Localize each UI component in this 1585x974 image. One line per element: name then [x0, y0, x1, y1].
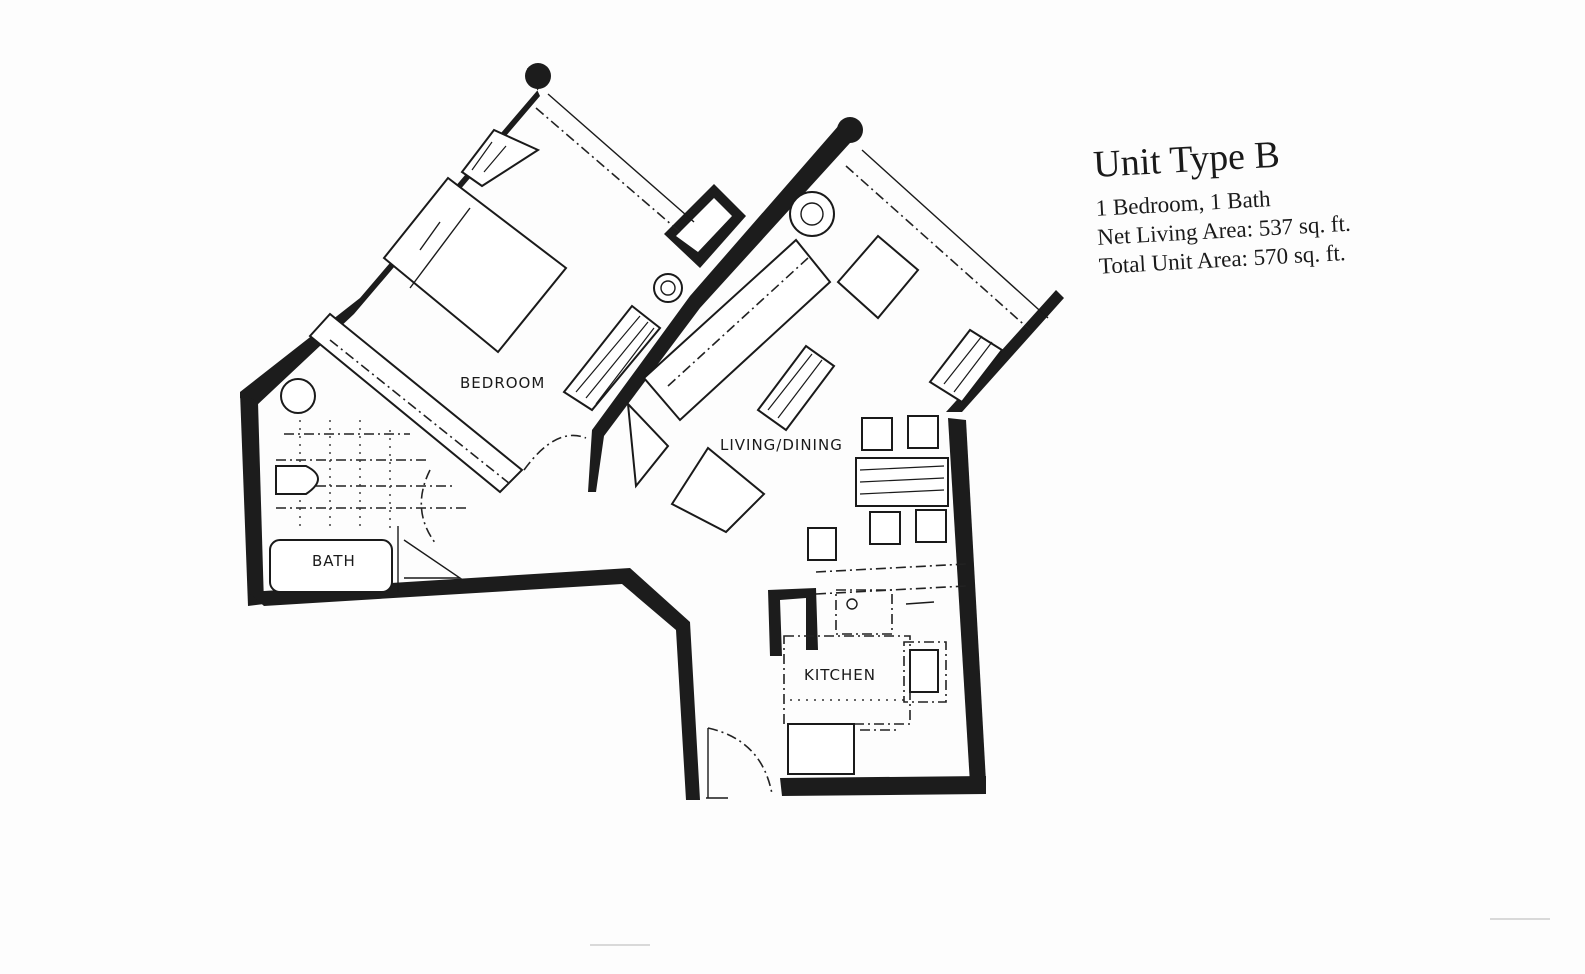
- kitchen: KITCHEN: [768, 563, 967, 775]
- bathroom: BATH: [269, 378, 470, 593]
- bedroom: BEDROOM: [308, 93, 695, 494]
- dining-set: [807, 415, 949, 561]
- bathtub: [269, 539, 393, 593]
- dining-chair: [915, 509, 947, 543]
- cabinet: [787, 723, 855, 775]
- armchair: [836, 234, 920, 320]
- unit-info: Unit Type B 1 Bedroom, 1 Bath Net Living…: [1092, 128, 1353, 281]
- armchair-lower: [670, 446, 766, 534]
- toilet-icon: [275, 465, 319, 495]
- room-label-bath: BATH: [312, 552, 356, 570]
- dining-chair: [861, 417, 893, 451]
- stove: [835, 589, 893, 635]
- nightstand: [460, 128, 541, 188]
- plant-icon: [653, 273, 683, 303]
- plant-stand: [626, 401, 670, 489]
- bar-stool: [807, 527, 837, 561]
- sink-icon: [280, 378, 316, 414]
- room-label-living-dining: LIVING/DINING: [720, 436, 843, 454]
- kitchen-sink: [909, 649, 939, 693]
- wardrobe: [308, 312, 524, 494]
- scan-artifact: [1490, 918, 1550, 920]
- coffee-table: [756, 344, 836, 432]
- side-table: [928, 328, 1004, 404]
- scan-artifact: [590, 944, 650, 946]
- plant-icon: [789, 191, 835, 237]
- room-label-kitchen: KITCHEN: [804, 666, 876, 684]
- dining-chair: [907, 415, 939, 449]
- bed: [382, 176, 568, 354]
- dining-chair: [869, 511, 901, 545]
- sofa: [642, 238, 832, 422]
- room-label-bedroom: BEDROOM: [460, 374, 545, 392]
- living-dining: LIVING/DINING: [626, 149, 1049, 561]
- entry-door: [706, 727, 773, 799]
- dresser: [562, 304, 662, 412]
